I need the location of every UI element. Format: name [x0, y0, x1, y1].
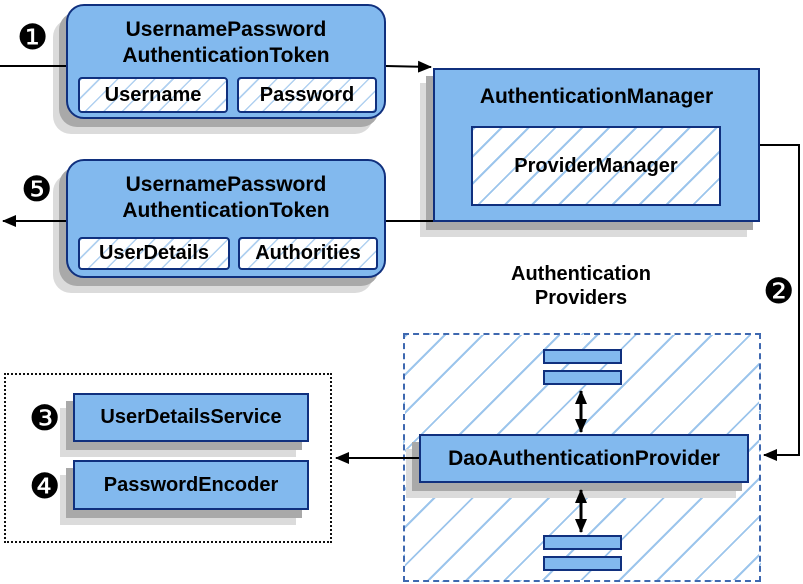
step-4-badge: ❹	[29, 467, 61, 507]
step-1-badge: ❶	[17, 18, 49, 58]
provider-manager-box: ProviderManager	[471, 126, 721, 206]
response-token-title: UsernamePassword AuthenticationToken	[122, 173, 330, 222]
authorities-field-box: Authorities	[238, 237, 378, 270]
password-field-box: Password	[237, 77, 377, 113]
authentication-manager-title: AuthenticationManager	[479, 85, 714, 108]
provider-stack-bar	[543, 370, 622, 385]
user-details-service-box: UserDetailsService	[73, 393, 309, 442]
step-5-badge: ❺	[21, 170, 53, 210]
provider-stack-bar	[543, 349, 622, 364]
authentication-manager-box: AuthenticationManager ProviderManager	[433, 68, 760, 222]
dao-authentication-provider-box: DaoAuthenticationProvider	[419, 434, 749, 483]
token-to-manager-arrow	[385, 60, 432, 73]
userdetails-field-box: UserDetails	[78, 237, 230, 270]
step-3-badge: ❸	[29, 399, 61, 439]
request-token-box: UsernamePassword AuthenticationToken Use…	[66, 4, 386, 119]
username-field-box: Username	[78, 77, 228, 113]
step-2-badge: ❷	[763, 272, 795, 312]
response-token-box: UsernamePassword AuthenticationToken Use…	[66, 159, 386, 278]
password-encoder-box: PasswordEncoder	[73, 460, 309, 510]
request-token-title: UsernamePassword AuthenticationToken	[122, 18, 330, 67]
authentication-providers-label: Authentication Providers	[511, 263, 651, 309]
provider-stack-bar	[543, 556, 622, 571]
collaborators-container	[4, 373, 332, 543]
provider-stack-bar	[543, 535, 622, 550]
